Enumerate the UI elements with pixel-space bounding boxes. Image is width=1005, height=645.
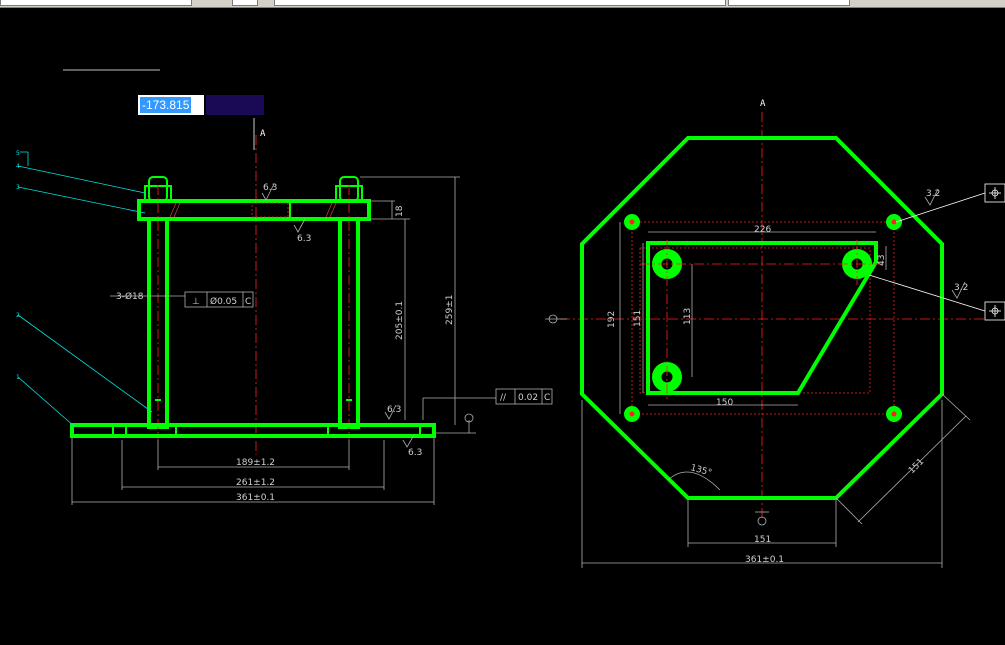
toolbar-field[interactable] (728, 0, 850, 6)
parallel-tolerance-frame (495, 388, 553, 405)
dim-151-diagonal: 151 (907, 457, 926, 476)
rough-top-view-1: 3.2 (926, 189, 940, 199)
datum-c-symbol (464, 413, 474, 423)
base-plate (70, 423, 436, 438)
position-frame-top (984, 183, 1005, 203)
parallel-datum: C (544, 393, 550, 403)
dynamic-input-field[interactable]: -173.815 (138, 95, 204, 115)
hole-spec: 3-Ø18 (116, 291, 144, 302)
perp-value: Ø0.05 (210, 296, 237, 307)
balloon-4: 4 (16, 163, 20, 170)
dim-361: 361±0.1 (236, 493, 275, 503)
roughness-marks: 6.3 6.3 6.3 6.3 (261, 183, 422, 458)
dim-189: 189±1.2 (236, 458, 275, 468)
front-bottom-dims: 189±1.2 261±1.2 361±0.1 (71, 438, 435, 505)
rough-right: 6.3 (387, 405, 401, 415)
position-callouts: 3.2 3.2 (868, 183, 1005, 321)
top-plate (137, 199, 371, 221)
dynamic-input-value: -173.815 (140, 97, 192, 113)
front-view: A (16, 118, 553, 505)
dim-plate-thickness: 18 (395, 205, 405, 217)
top-toolbar (0, 0, 1005, 8)
inner-top-plate (646, 241, 878, 395)
rough-bottom: 6.3 (408, 448, 422, 458)
perp-symbol: ⊥ (192, 297, 200, 307)
hatching (169, 202, 337, 218)
position-frame-bottom (984, 301, 1005, 321)
center-hole-hidden (251, 202, 289, 218)
parallel-value: 0.02 (518, 393, 538, 403)
dim-261: 261±1.2 (236, 478, 275, 488)
rough-mid: 6.3 (297, 234, 311, 244)
toolbar-field[interactable] (0, 0, 192, 6)
angle-135: 135° (689, 463, 713, 478)
dim-226: 226 (754, 225, 771, 235)
column-left (147, 217, 169, 429)
section-arrow-label: A (260, 129, 266, 139)
top-view-dims: 226 150 192 151 113 43 151 361±0.1 151 (581, 222, 971, 568)
bolt-circle-rect (631, 221, 895, 415)
dim-height-total: 259±1 (445, 295, 455, 325)
dim-361-top: 361±0.1 (745, 555, 784, 565)
parallel-callout: // 0.02 C (422, 388, 553, 434)
dim-43: 43 (877, 255, 887, 266)
balloon-3: 3 (16, 184, 20, 191)
dim-113: 113 (683, 308, 693, 325)
front-vertical-dims: 259±1 205±0.1 18 (360, 176, 460, 425)
dim-151-bottom: 151 (754, 535, 771, 545)
perp-datum: C (245, 297, 251, 307)
perp-tolerance-frame (184, 291, 254, 308)
rough-top-view-2: 3.2 (954, 283, 968, 293)
balloon-2: 2 (16, 312, 20, 319)
top-view: A 226 150 (545, 99, 1005, 568)
dynamic-input-field-secondary[interactable] (206, 95, 264, 115)
datum-symbol-bottom (757, 516, 767, 526)
rough-top: 6.3 (263, 183, 277, 193)
dim-192: 192 (607, 311, 617, 328)
hole-callout: 3-Ø18 ⊥ Ø0.05 C (110, 291, 254, 308)
balloon-5: 5 (16, 150, 20, 157)
balloon-leaders: 5 4 3 2 1 (16, 150, 153, 428)
parallel-symbol: // (500, 393, 507, 403)
dim-150: 150 (716, 398, 733, 408)
toolbar-field[interactable] (274, 0, 726, 6)
toolbar-field[interactable] (232, 0, 258, 6)
dim-height-inner: 205±0.1 (395, 301, 405, 340)
column-right (338, 217, 360, 429)
top-section-label: A (760, 99, 766, 109)
dim-151: 151 (633, 310, 643, 327)
balloon-1: 1 (16, 374, 20, 381)
